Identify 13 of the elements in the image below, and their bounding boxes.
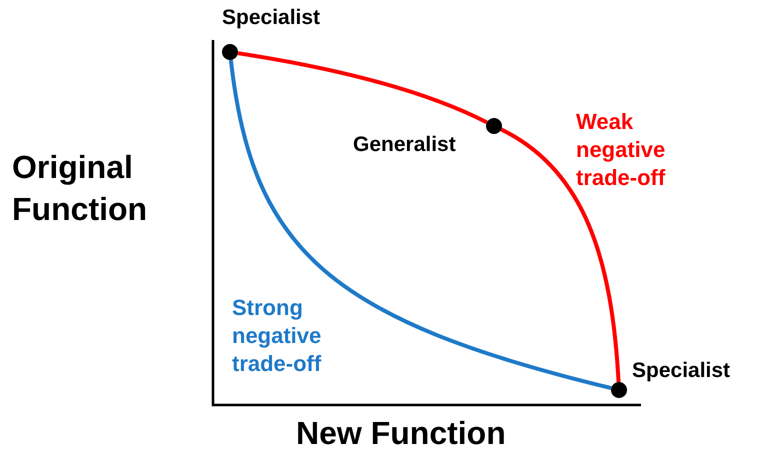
data-point — [486, 118, 502, 134]
trade-off-curve — [500, 128, 621, 382]
data-point — [611, 382, 627, 398]
edge-label: Weak negative trade-off — [576, 108, 666, 192]
edge-label: Strong negative trade-off — [232, 294, 322, 378]
point-label: Specialist — [222, 6, 320, 30]
point-label: Generalist — [353, 133, 456, 157]
trade-off-curve — [238, 51, 488, 124]
axis-title: New Function — [296, 414, 506, 452]
data-point — [222, 44, 238, 60]
trade-off-curve — [228, 60, 612, 390]
axis-title: Original Function — [12, 148, 148, 229]
point-label: Specialist — [632, 359, 730, 383]
